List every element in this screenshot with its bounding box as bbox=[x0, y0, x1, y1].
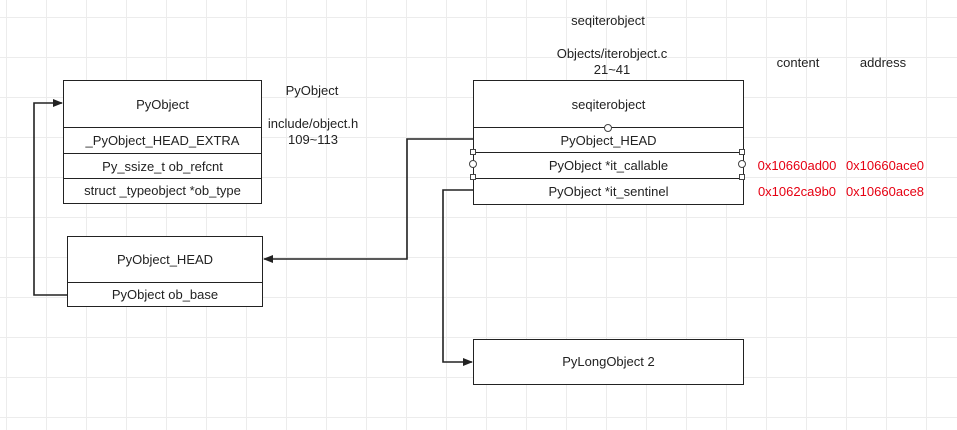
sentinel-content-value: 0x1062ca9b0 bbox=[757, 184, 837, 199]
selection-handle-bottom-right[interactable] bbox=[739, 174, 745, 180]
ob-base-to-pyobject-connector bbox=[33, 99, 67, 296]
address-column-header: address bbox=[859, 55, 907, 70]
pyobject-source-file: include/object.h bbox=[267, 116, 359, 131]
sentinel-to-pylong-connector bbox=[442, 189, 474, 366]
content-column-header: content bbox=[776, 55, 820, 70]
selection-handle-bottom-left[interactable] bbox=[470, 174, 476, 180]
pyobject-title: PyObject bbox=[136, 96, 189, 112]
seqiter-caption: seqiterobject bbox=[571, 13, 645, 28]
selection-handle-top[interactable] bbox=[604, 124, 612, 132]
callable-address-value: 0x10660ace0 bbox=[845, 158, 925, 173]
sentinel-address-value: 0x10660ace8 bbox=[845, 184, 925, 199]
selection-handle-right[interactable] bbox=[738, 160, 746, 168]
selection-handle-top-left[interactable] bbox=[470, 149, 476, 155]
field-it-callable[interactable]: PyObject *it_callable bbox=[474, 152, 743, 178]
pylong-object-box: PyLongObject 2 bbox=[473, 339, 744, 385]
seqiter-source-file: Objects/iterobject.c bbox=[556, 46, 668, 61]
seqiter-title: seqiterobject bbox=[571, 96, 646, 112]
callable-content-value: 0x10660ad00 bbox=[757, 158, 837, 173]
seqiter-source-lines: 21~41 bbox=[593, 62, 631, 77]
field-ob-base: PyObject ob_base bbox=[68, 282, 262, 305]
field-it-sentinel: PyObject *it_sentinel bbox=[474, 178, 743, 203]
field-ob-refcnt: Py_ssize_t ob_refcnt bbox=[64, 153, 261, 178]
field-ob-type: struct _typeobject *ob_type bbox=[64, 178, 261, 202]
pyobject-struct: PyObject _PyObject_HEAD_EXTRA Py_ssize_t… bbox=[63, 80, 262, 204]
selection-handle-top-right[interactable] bbox=[739, 149, 745, 155]
selection-handle-left[interactable] bbox=[469, 160, 477, 168]
pyobject-head-struct: PyObject_HEAD PyObject ob_base bbox=[67, 236, 263, 307]
seqiter-struct: seqiterobject PyObject_HEAD PyObject *it… bbox=[473, 80, 744, 205]
pyobject-source-lines: 109~113 bbox=[287, 132, 338, 147]
head-to-pyobject-head-connector bbox=[263, 138, 474, 263]
field-head-extra: _PyObject_HEAD_EXTRA bbox=[64, 127, 261, 153]
pylong-label: PyLongObject 2 bbox=[562, 354, 655, 369]
pyobject-head-title: PyObject_HEAD bbox=[116, 252, 214, 267]
pyobject-caption: PyObject bbox=[285, 83, 339, 98]
